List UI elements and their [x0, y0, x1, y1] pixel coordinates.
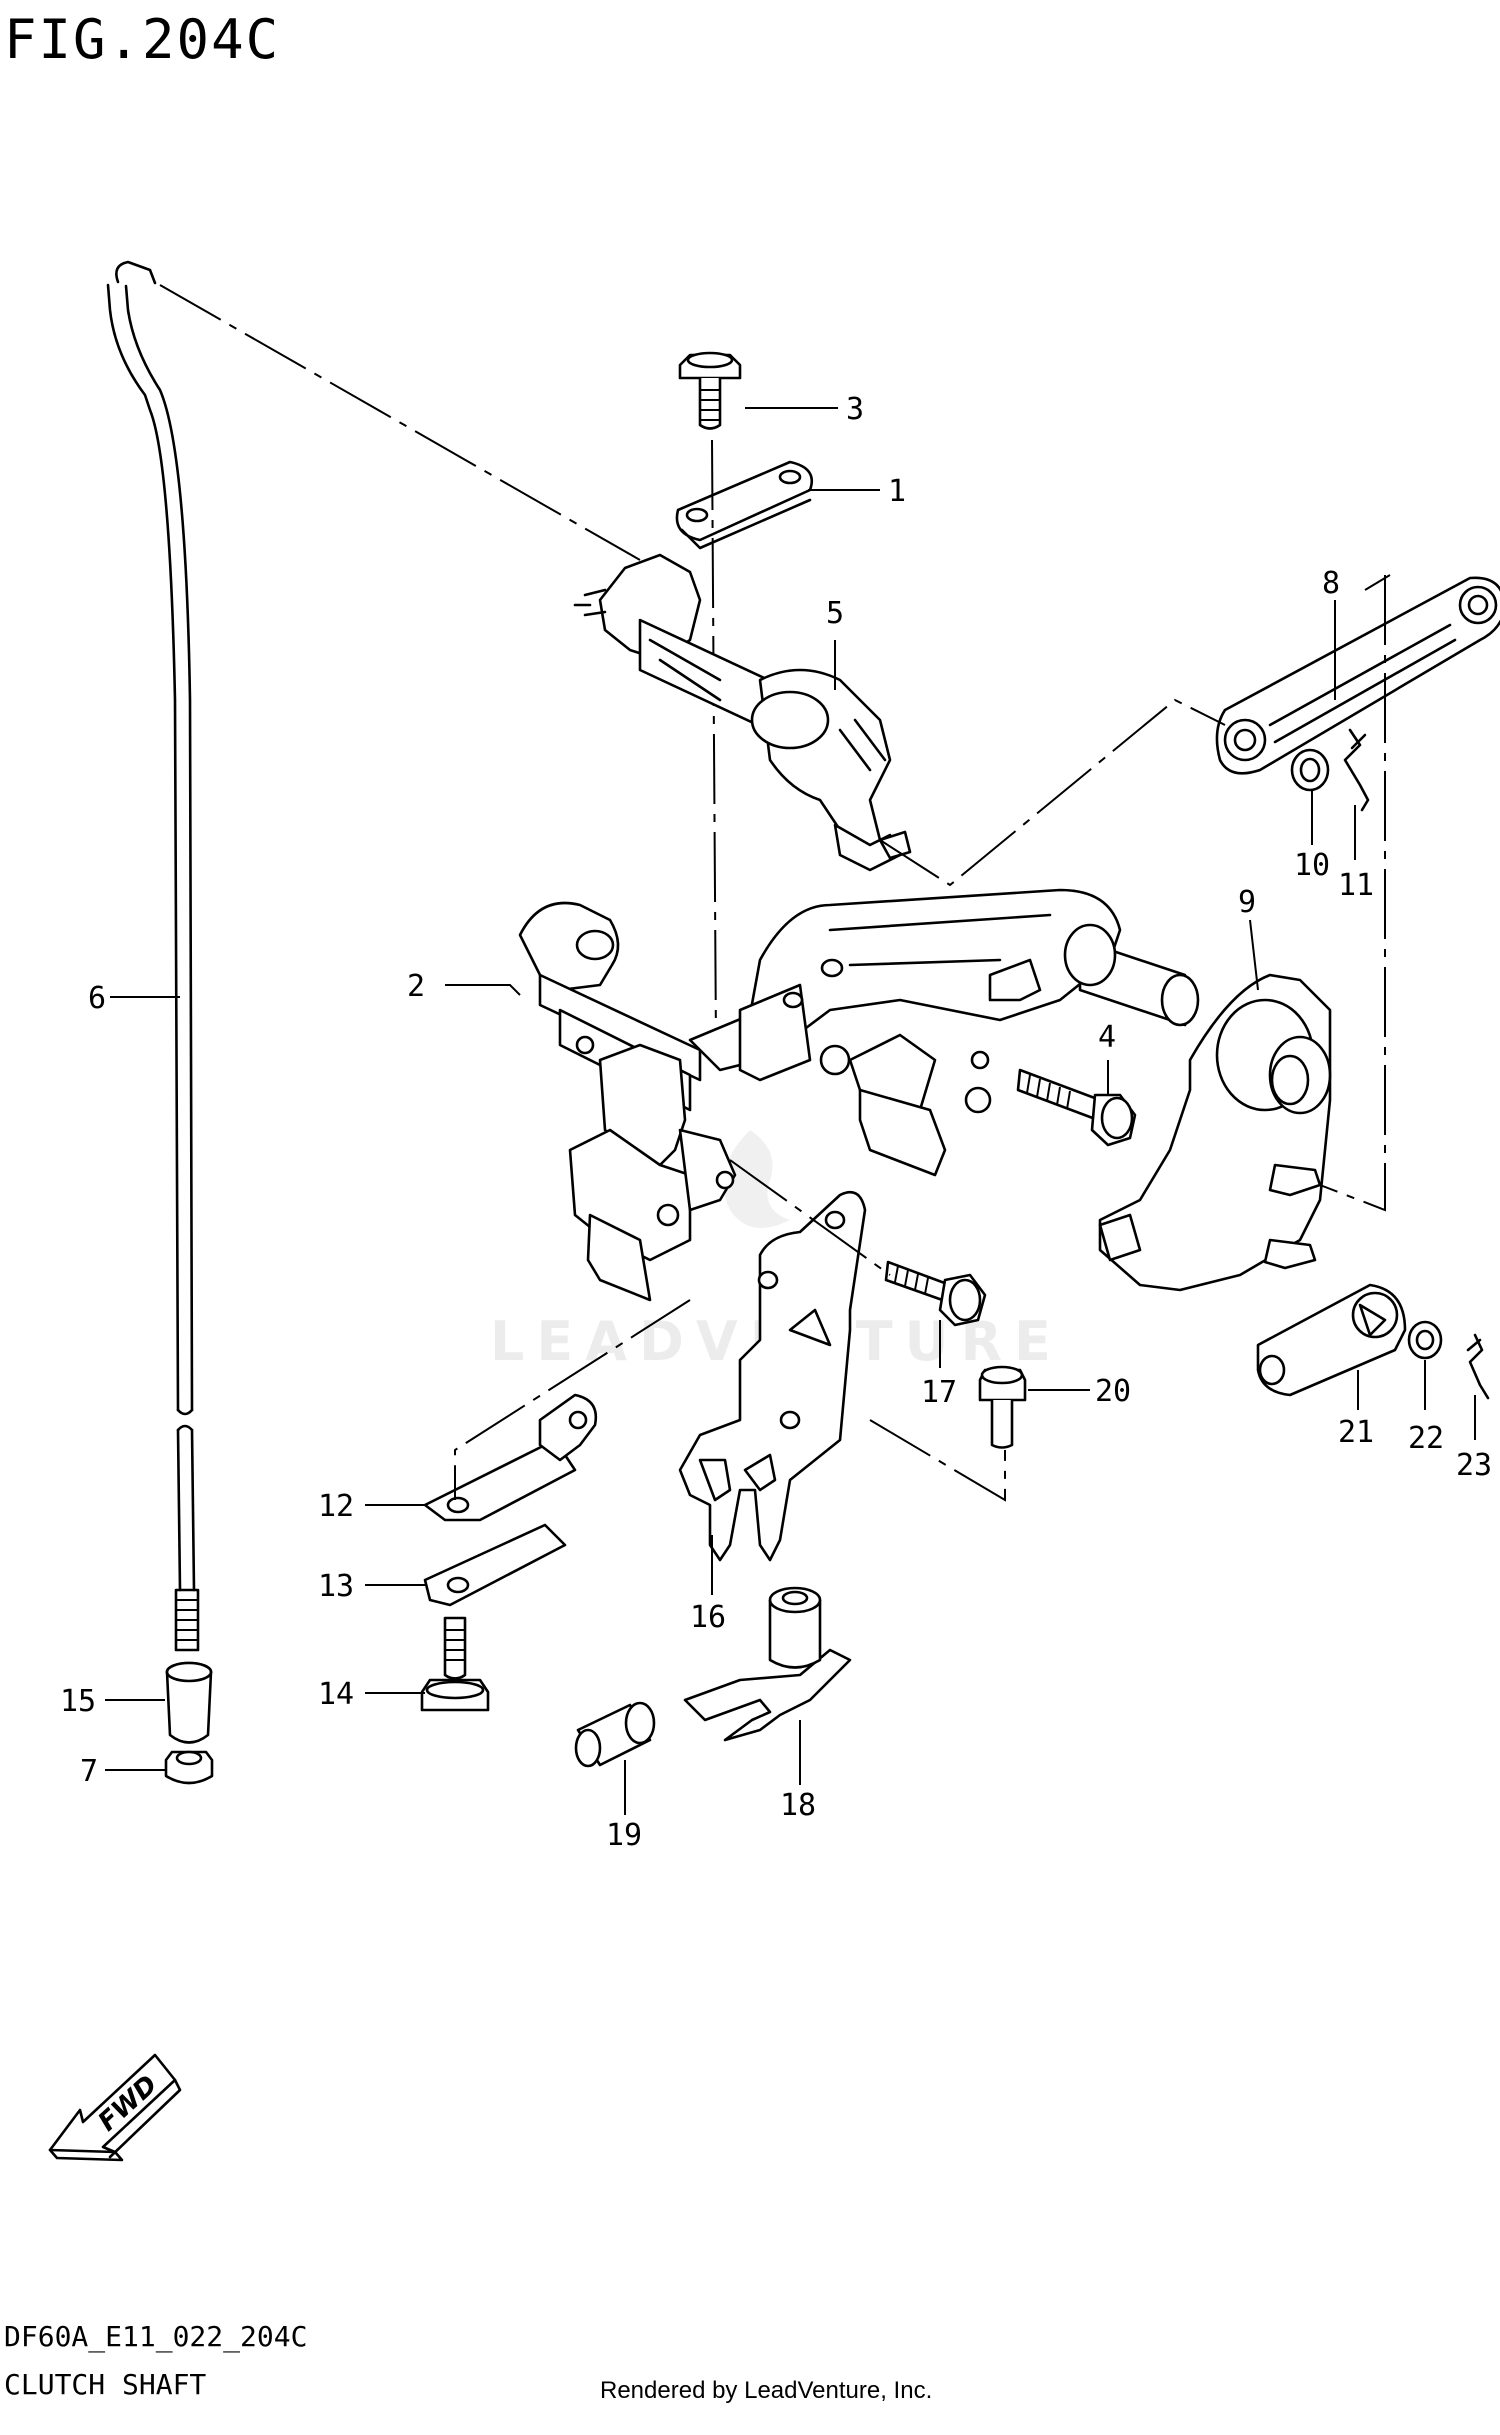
part-11-clip — [1343, 728, 1370, 812]
assembly-lines — [159, 284, 1391, 1502]
callout-22: 22 — [1408, 1421, 1444, 1456]
figure-name: CLUTCH SHAFT — [4, 2368, 206, 2401]
callout-11: 11 — [1338, 868, 1374, 903]
part-3-bolt — [678, 351, 742, 430]
callout-2: 2 — [407, 969, 425, 1004]
fwd-arrow-icon: FWD — [48, 2053, 182, 2162]
callout-6: 6 — [88, 981, 106, 1016]
leader-bolt3-axis — [711, 439, 717, 1046]
callout-10: 10 — [1294, 848, 1330, 883]
part-14-bolt — [420, 1616, 490, 1712]
callout-13: 13 — [318, 1569, 354, 1604]
callout-leaders — [105, 407, 1476, 1815]
part-13-shim — [423, 1523, 567, 1607]
part-16-bracket-plate — [678, 1190, 867, 1562]
figure-code: DF60A_E11_022_204C — [4, 2320, 307, 2354]
part-4-bolt — [1016, 1068, 1137, 1147]
render-credit: Rendered by LeadVenture, Inc. — [600, 2377, 932, 2404]
callout-21: 21 — [1338, 1415, 1374, 1450]
callout-3: 3 — [846, 392, 864, 427]
callout-23: 23 — [1456, 1448, 1492, 1483]
callout-9: 9 — [1238, 885, 1256, 920]
part-8-link-rod — [1215, 576, 1500, 775]
callout-20: 20 — [1095, 1374, 1131, 1409]
part-17-bolt — [884, 1260, 987, 1327]
part-9-shift-cam-plate — [1098, 973, 1332, 1292]
callout-1: 1 — [888, 474, 906, 509]
part-5-shift-lever — [573, 553, 912, 872]
part-19-collar — [574, 1701, 656, 1768]
callout-18: 18 — [780, 1788, 816, 1823]
callout-4: 4 — [1098, 1020, 1116, 1055]
callout-8: 8 — [1322, 566, 1340, 601]
part-18-holder — [683, 1586, 852, 1742]
part-21-link-end — [1256, 1283, 1407, 1397]
callout-19: 19 — [606, 1818, 642, 1853]
callout-7: 7 — [80, 1754, 98, 1789]
callout-16: 16 — [690, 1600, 726, 1635]
part-6-clutch-rod — [106, 260, 200, 1652]
figure-title: FIG.204C — [4, 8, 280, 71]
part-23-clip — [1466, 1333, 1490, 1400]
callout-5: 5 — [826, 596, 844, 631]
part-7-nut — [164, 1750, 214, 1785]
part-20-bolt — [978, 1365, 1027, 1449]
part-22-washer — [1407, 1320, 1443, 1360]
part-15-sleeve — [165, 1661, 213, 1744]
part-1-plate — [675, 460, 814, 550]
part-2-bracket — [518, 888, 1200, 1302]
part-12-bracket — [423, 1393, 598, 1522]
part-10-washer — [1290, 748, 1330, 792]
callout-12: 12 — [318, 1489, 354, 1524]
callout-labels: 3 1 5 6 2 4 8 9 10 11 21 22 23 17 20 16 … — [60, 392, 1492, 1853]
callout-14: 14 — [318, 1677, 354, 1712]
callout-15: 15 — [60, 1684, 96, 1719]
callout-17: 17 — [921, 1375, 957, 1410]
